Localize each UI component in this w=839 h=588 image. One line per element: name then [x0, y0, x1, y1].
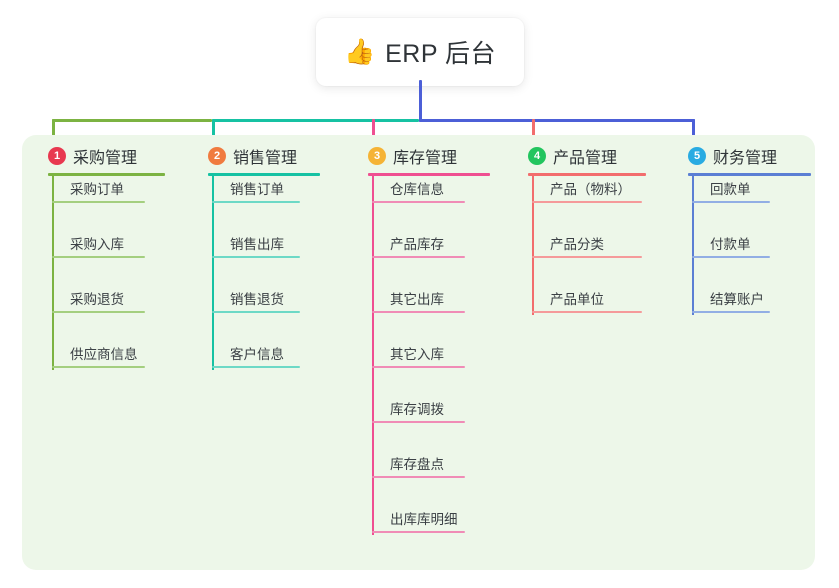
leaf-item-underline: [52, 311, 145, 313]
root-title: ERP 后台: [385, 40, 497, 68]
leaf-item-underline: [372, 201, 465, 203]
branch-title: 产品管理: [553, 150, 618, 167]
leaf-item-label: 产品单位: [550, 292, 604, 307]
leaf-item-underline: [372, 421, 465, 423]
branch-title: 销售管理: [233, 150, 298, 167]
branch-title-underline: [368, 173, 490, 176]
leaf-item-underline: [52, 366, 145, 368]
leaf-item-label: 库存调拨: [390, 402, 444, 417]
leaf-item-underline: [372, 311, 465, 313]
leaf-item-underline: [212, 201, 300, 203]
root-stem: [419, 80, 422, 122]
branch-number-badge: 5: [688, 147, 706, 165]
leaf-item-label: 产品分类: [550, 237, 604, 252]
branch-column-3: 3 库存管理仓库信息产品库存其它出库其它入库库存调拨库存盘点出库库明细: [352, 135, 512, 570]
leaf-item-label: 出库库明细: [390, 512, 458, 527]
branch-title-underline: [528, 173, 646, 176]
branch-trunk-line: [372, 175, 374, 535]
branch-drop-2: [212, 119, 215, 147]
leaf-item-label: 仓库信息: [390, 182, 444, 197]
branch-number-badge: 4: [528, 147, 546, 165]
branch-title: 采购管理: [73, 150, 138, 167]
leaf-item-label: 其它出库: [390, 292, 444, 307]
branch-trunk-line: [52, 175, 54, 370]
bus-segment-green: [52, 119, 212, 122]
leaf-item-underline: [372, 366, 465, 368]
leaf-item-underline: [212, 311, 300, 313]
leaf-item-underline: [212, 256, 300, 258]
branch-number-badge: 1: [48, 147, 66, 165]
branch-title-underline: [208, 173, 320, 176]
leaf-item-underline: [532, 311, 642, 313]
branch-column-2: 2 销售管理销售订单销售出库销售退货客户信息: [192, 135, 352, 570]
leaf-item-underline: [372, 531, 465, 533]
branch-drop-3: [372, 119, 375, 147]
bus-segment-teal: [212, 119, 419, 122]
leaf-item-label: 供应商信息: [70, 347, 138, 362]
leaf-item-underline: [692, 311, 770, 313]
leaf-item-underline: [372, 476, 465, 478]
thumbs-up-icon: 👍: [343, 37, 376, 66]
branch-drop-5: [692, 119, 695, 147]
leaf-item-label: 销售出库: [230, 237, 284, 252]
root-node-card[interactable]: 👍 ERP 后台: [316, 18, 524, 86]
branch-header-3[interactable]: 3 库存管理: [368, 144, 457, 168]
leaf-item-label: 结算账户: [710, 292, 764, 307]
leaf-item-label: 库存盘点: [390, 457, 444, 472]
leaf-item-label: 付款单: [710, 237, 751, 252]
mindmap-panel: 1 采购管理采购订单采购入库采购退货供应商信息 2 销售管理销售订单销售出库销售退货客…: [22, 135, 815, 570]
branch-number-badge: 2: [208, 147, 226, 165]
leaf-item-label: 其它入库: [390, 347, 444, 362]
branch-trunk-line: [532, 175, 534, 315]
leaf-item-label: 客户信息: [230, 347, 284, 362]
branch-header-5[interactable]: 5 财务管理: [688, 144, 777, 168]
leaf-item-label: 采购退货: [70, 292, 124, 307]
leaf-item-label: 销售订单: [230, 182, 284, 197]
leaf-item-label: 产品（物料）: [550, 182, 631, 197]
branch-title: 财务管理: [713, 150, 778, 167]
branch-header-1[interactable]: 1 采购管理: [48, 144, 137, 168]
leaf-item-label: 产品库存: [390, 237, 444, 252]
branch-column-4: 4 产品管理产品（物料） 产品分类产品单位: [512, 135, 672, 570]
branch-column-1: 1 采购管理采购订单采购入库采购退货供应商信息: [32, 135, 192, 570]
branch-header-2[interactable]: 2 销售管理: [208, 144, 297, 168]
leaf-item-label: 回款单: [710, 182, 751, 197]
leaf-item-underline: [532, 256, 642, 258]
branch-header-4[interactable]: 4 产品管理: [528, 144, 617, 168]
leaf-item-label: 采购入库: [70, 237, 124, 252]
leaf-item-label: 采购订单: [70, 182, 124, 197]
bus-segment-blue: [419, 119, 695, 122]
leaf-item-underline: [52, 201, 145, 203]
branch-drop-1: [52, 119, 55, 147]
leaf-item-underline: [212, 366, 300, 368]
leaf-item-label: 销售退货: [230, 292, 284, 307]
leaf-item-underline: [692, 201, 770, 203]
branch-trunk-line: [692, 175, 694, 315]
leaf-item-underline: [532, 201, 642, 203]
leaf-item-underline: [692, 256, 770, 258]
branch-trunk-line: [212, 175, 214, 370]
branch-number-badge: 3: [368, 147, 386, 165]
leaf-item-underline: [52, 256, 145, 258]
branch-title: 库存管理: [393, 150, 458, 167]
branch-title-underline: [48, 173, 165, 176]
branch-column-5: 5 财务管理回款单付款单结算账户: [672, 135, 822, 570]
leaf-item-underline: [372, 256, 465, 258]
branch-title-underline: [688, 173, 811, 176]
branch-drop-4: [532, 119, 535, 147]
